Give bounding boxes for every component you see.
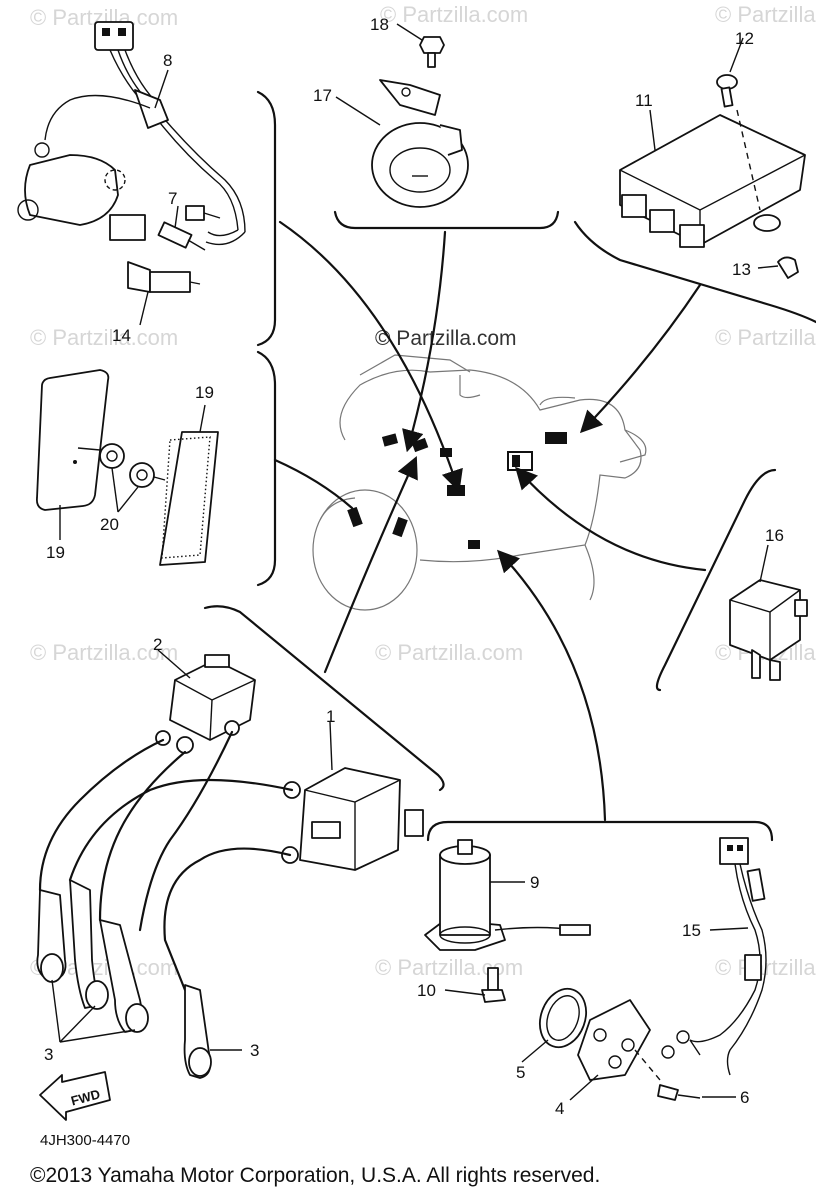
- part-20-nuts: [77, 443, 166, 488]
- part-5-o-ring: [539, 987, 587, 1049]
- callout-13: 13: [732, 260, 751, 279]
- watermark-text: © Partzilla.com: [715, 2, 816, 27]
- part-13-clip: [777, 256, 799, 279]
- callout-19-right: 19: [195, 383, 214, 402]
- callout-15: 15: [682, 921, 701, 940]
- callout-14: 14: [112, 326, 131, 345]
- callout-lines: [51, 23, 779, 1101]
- fwd-label: FWD: [69, 1086, 101, 1108]
- part-8-harness: [17, 21, 246, 246]
- watermark-text: © Partzilla.com: [375, 955, 523, 980]
- part-10-bolt: [481, 967, 506, 1003]
- part-15-harness: [661, 837, 767, 1076]
- callout-18: 18: [370, 15, 389, 34]
- callout-8: 8: [163, 51, 172, 70]
- callout-3-left: 3: [44, 1045, 53, 1064]
- watermark-text: © Partzilla.com: [715, 325, 816, 350]
- part-16-relay: [729, 579, 808, 681]
- callout-20: 20: [100, 515, 119, 534]
- watermark-text-center: © Partzilla.com: [375, 327, 517, 350]
- callout-7: 7: [168, 189, 177, 208]
- part-12-screw: [716, 74, 761, 211]
- part-18-bolt: [419, 36, 445, 68]
- callout-19-left: 19: [46, 543, 65, 562]
- motorcycle-silhouette: [312, 354, 647, 611]
- location-marks: [347, 432, 567, 549]
- arrow-leaders: [273, 220, 707, 822]
- callout-17: 17: [313, 86, 332, 105]
- part-4-sensor: [577, 999, 661, 1081]
- watermark-text: © Partzilla.com: [380, 2, 528, 27]
- copyright-notice: ©2013 Yamaha Motor Corporation, U.S.A. A…: [30, 1164, 601, 1187]
- part-11-cdi-unit: [619, 114, 806, 248]
- part-7-switch: [157, 205, 221, 251]
- callout-4: 4: [555, 1099, 564, 1118]
- part-2-ignition-coil: [155, 654, 256, 754]
- callout-1: 1: [326, 707, 335, 726]
- fwd-arrow-icon: FWD: [39, 1071, 111, 1121]
- callout-12: 12: [735, 29, 754, 48]
- callout-6: 6: [740, 1088, 749, 1107]
- part-17-horn: [371, 79, 469, 208]
- callout-9: 9: [530, 873, 539, 892]
- part-3-plug-caps: [36, 730, 294, 1079]
- watermark-text: © Partzilla.com: [30, 325, 178, 350]
- part-19-reflectors: [36, 369, 219, 566]
- callout-labels: 8 7 14 19 19 20 18 17 12 11 13 16 2 1 3 …: [44, 15, 784, 1118]
- callout-3-right: 3: [250, 1041, 259, 1060]
- watermark-text: © Partzilla.com: [375, 640, 523, 665]
- callout-10: 10: [417, 981, 436, 1000]
- callout-16: 16: [765, 526, 784, 545]
- diagram-code: 4JH300-4470: [40, 1132, 131, 1149]
- part-1-ignition-coil: [281, 767, 424, 871]
- part-14-switch: [127, 261, 201, 293]
- callout-11: 11: [635, 91, 653, 110]
- callout-2: 2: [153, 635, 162, 654]
- part-9-solenoid: [424, 839, 591, 951]
- watermark-text: © Partzilla.com: [30, 640, 178, 665]
- callout-5: 5: [516, 1063, 525, 1082]
- part-6-bolt: [657, 1084, 701, 1101]
- group-brackets: [203, 90, 816, 842]
